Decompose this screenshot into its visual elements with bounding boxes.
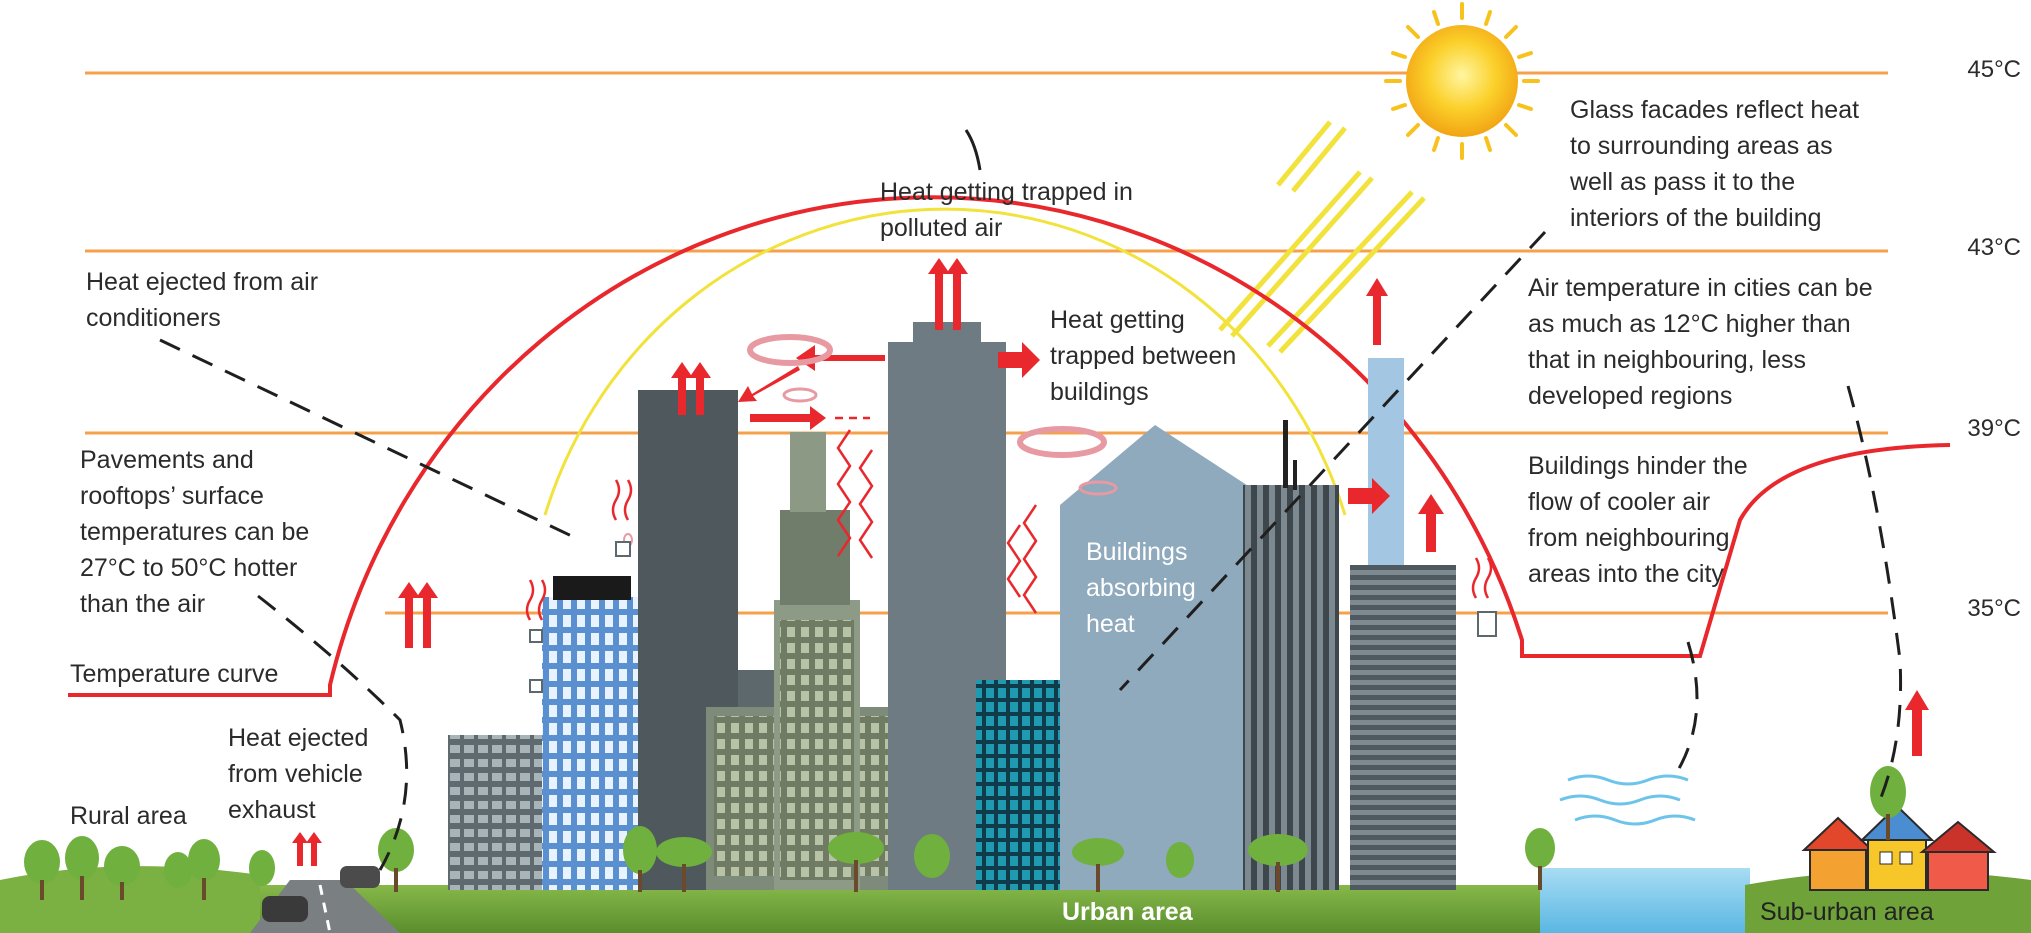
building-slanted-blue: [1060, 425, 1262, 890]
arrow-up-icon: [292, 832, 308, 866]
building-grey-left: [448, 735, 558, 890]
cool-air-waves: [1559, 774, 1696, 826]
leader-lines: [159, 129, 1903, 871]
arrow-up-icon: [928, 258, 950, 330]
water: [1540, 868, 1750, 933]
arrow-up-icon: [1418, 494, 1444, 552]
ground: [0, 866, 2031, 933]
temperature-curve: [68, 195, 1951, 697]
trapped-air-swirls: [623, 334, 1118, 547]
trees: [24, 766, 1906, 900]
arrow-left-icon: [796, 345, 885, 371]
car-icons: [262, 866, 380, 922]
arrow-up-icon: [416, 582, 438, 648]
heat-waves: [525, 416, 1493, 621]
heat-arrows: [292, 258, 1929, 866]
arrow-right-icon: [998, 342, 1040, 378]
building-striped: [1243, 485, 1339, 890]
ac-units: [529, 541, 631, 693]
sun-rays: [1218, 120, 1426, 354]
arrow-up-icon: [398, 582, 420, 648]
arrow-up-icon: [671, 362, 693, 415]
building-light-tower: [1368, 358, 1404, 568]
arrow-downleft-icon: [738, 366, 800, 402]
arrow-right-icon: [750, 406, 826, 430]
rural-hill: [0, 866, 260, 933]
building-dark-stripes: [1350, 565, 1456, 890]
temperature-label-35: 35°C: [1967, 595, 2021, 622]
arrow-up-icon: [1905, 690, 1929, 756]
urban-area-label: Urban area: [1062, 898, 1193, 926]
temperature-label-39: 39°C: [1967, 415, 2021, 442]
arrow-right-icon: [1348, 478, 1390, 514]
suburban-houses: [1801, 804, 1997, 891]
arrow-up-icon: [306, 832, 322, 866]
buildings: [448, 322, 1497, 890]
arrow-up-icon: [689, 362, 711, 415]
sun-icon: [1384, 2, 1540, 160]
temperature-label-43: 43°C: [1967, 234, 2021, 261]
polluted-air-arc: [543, 207, 1347, 516]
arrow-up-icon: [946, 258, 968, 330]
suburban-area-label: Sub-urban area: [1760, 898, 1934, 926]
arrow-up-icon: [1366, 278, 1388, 345]
temperature-curve-label: Temperature curve: [70, 660, 279, 688]
rural-area-label: Rural area: [70, 802, 187, 830]
temperature-label-45: 45°C: [1967, 56, 2021, 83]
